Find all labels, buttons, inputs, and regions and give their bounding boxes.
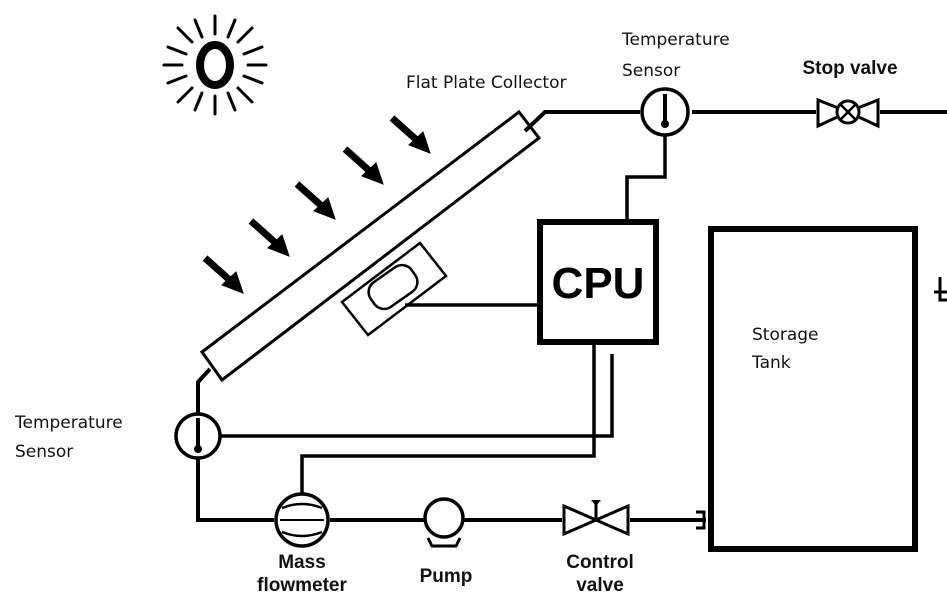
mass-flowmeter-icon <box>274 492 330 548</box>
mass-flowmeter-label-line2: flowmeter <box>257 575 347 596</box>
control-valve-label-line1: Control <box>566 552 634 573</box>
sun-ray-arrow-icon <box>389 115 431 154</box>
sun-ray-arrow-icon <box>342 146 384 185</box>
sun-icon <box>162 14 268 116</box>
storage-tank: Storage Tank <box>708 226 918 552</box>
signal-wires <box>219 133 667 498</box>
temperature-sensor-icon <box>174 412 222 460</box>
sun-ray-arrow-icon <box>248 218 290 257</box>
pump-icon <box>423 497 465 548</box>
temperature-sensor-left-label-line2: Sensor <box>15 442 73 462</box>
temperature-sensor-top-label-line2: Sensor <box>622 61 680 81</box>
stop-valve-icon <box>816 97 880 129</box>
sun-ray-arrows <box>202 115 431 294</box>
temperature-sensor-left-label-line1: Temperature <box>14 413 123 433</box>
cpu-box: CPU <box>537 219 659 345</box>
pipes <box>196 110 947 530</box>
pump-label: Pump <box>420 566 473 587</box>
sun-ray-arrow-icon <box>294 181 336 220</box>
control-valve-icon <box>562 500 630 537</box>
mass-flowmeter-label-line1: Mass <box>278 552 326 573</box>
flat-plate-collector-label: Flat Plate Collector <box>406 73 567 93</box>
temperature-sensor-top-label-line1: Temperature <box>621 30 730 50</box>
flat-plate-collector <box>199 109 542 383</box>
temperature-sensor-icon <box>640 87 690 137</box>
control-valve-label-line2: valve <box>576 575 624 596</box>
storage-tank-label-line2: Tank <box>751 353 791 373</box>
storage-tank-label-line1: Storage <box>752 325 819 345</box>
cpu-label: CPU <box>552 259 645 308</box>
sun-ray-arrow-icon <box>202 255 244 294</box>
stop-valve-label: Stop valve <box>802 58 897 79</box>
